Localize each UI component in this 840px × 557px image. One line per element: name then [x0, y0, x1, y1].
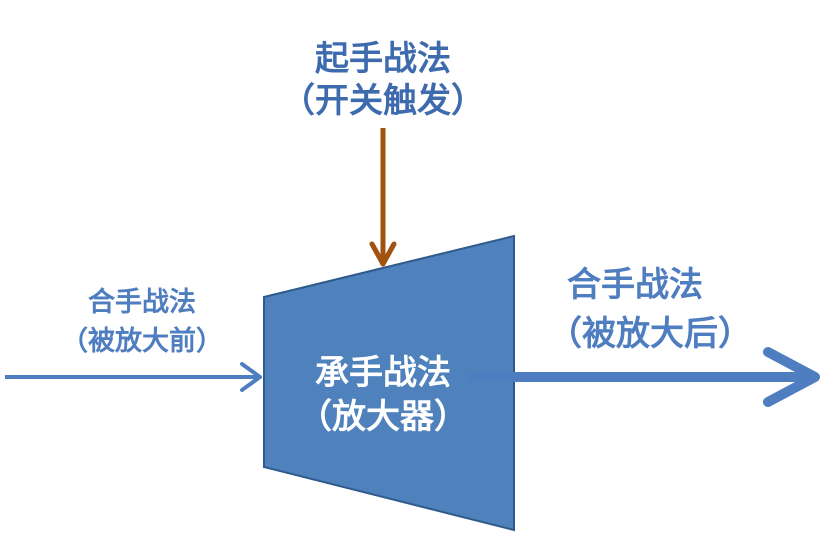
- input-arrow: [5, 362, 262, 392]
- trigger-label-line1: 起手战法: [315, 39, 451, 79]
- output-label-line1: 合手战法: [567, 265, 703, 305]
- trigger-arrow: [369, 128, 397, 267]
- amplifier-trapezoid: [263, 234, 515, 532]
- output-label-line2: （被放大后）: [548, 314, 752, 354]
- trigger-label-line2: （开关触发）: [281, 81, 485, 121]
- amplifier-label-line1: 承手战法: [315, 353, 451, 393]
- amplifier-label-line2: （放大器）: [298, 397, 468, 437]
- input-label-line2: （被放大前）: [61, 326, 223, 357]
- output-arrow: [467, 347, 820, 407]
- input-label-line1: 合手战法: [88, 287, 196, 318]
